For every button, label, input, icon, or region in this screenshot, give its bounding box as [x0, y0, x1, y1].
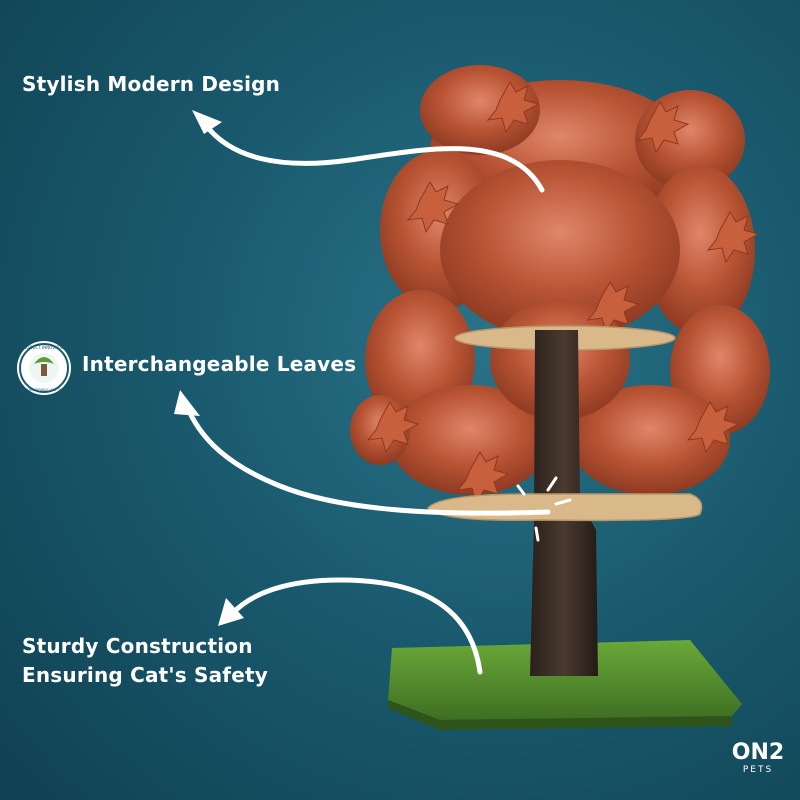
arrowhead-leaves: [174, 390, 200, 416]
arrowhead-design: [192, 110, 222, 134]
feature-label-leaves: Interchangeable Leaves: [82, 352, 357, 376]
arrow-leaves: [183, 401, 551, 516]
brand-sub-text: PETS: [742, 765, 774, 775]
brand-logo-text: ON2: [731, 740, 785, 765]
feature-label-sturdy: Sturdy Construction Ensuring Cat's Safet…: [22, 632, 268, 690]
badge-top-text: PRODUCT INNOVATION: [21, 345, 67, 350]
arrow-design: [202, 121, 545, 193]
leaf-canopy: [350, 65, 770, 495]
badge-bottom-text: INTERCHANGEABLE LEAF SYSTEM: [17, 388, 71, 392]
feature-label-design: Stylish Modern Design: [22, 72, 281, 96]
sparkle-lines: [516, 476, 572, 542]
feature-label-sturdy-line2: Ensuring Cat's Safety: [22, 663, 268, 687]
feature-label-sturdy-line1: Sturdy Construction: [22, 634, 253, 658]
product-innovation-badge: PRODUCT INNOVATION INTERCHANGEABLE LEAF …: [17, 341, 71, 395]
grass-base-edge: [388, 700, 732, 730]
brand-logo: ON2 PETS: [722, 742, 794, 776]
arrowhead-sturdy: [218, 598, 244, 626]
maple-leaves: [366, 81, 760, 504]
arrow-sturdy: [229, 577, 483, 675]
